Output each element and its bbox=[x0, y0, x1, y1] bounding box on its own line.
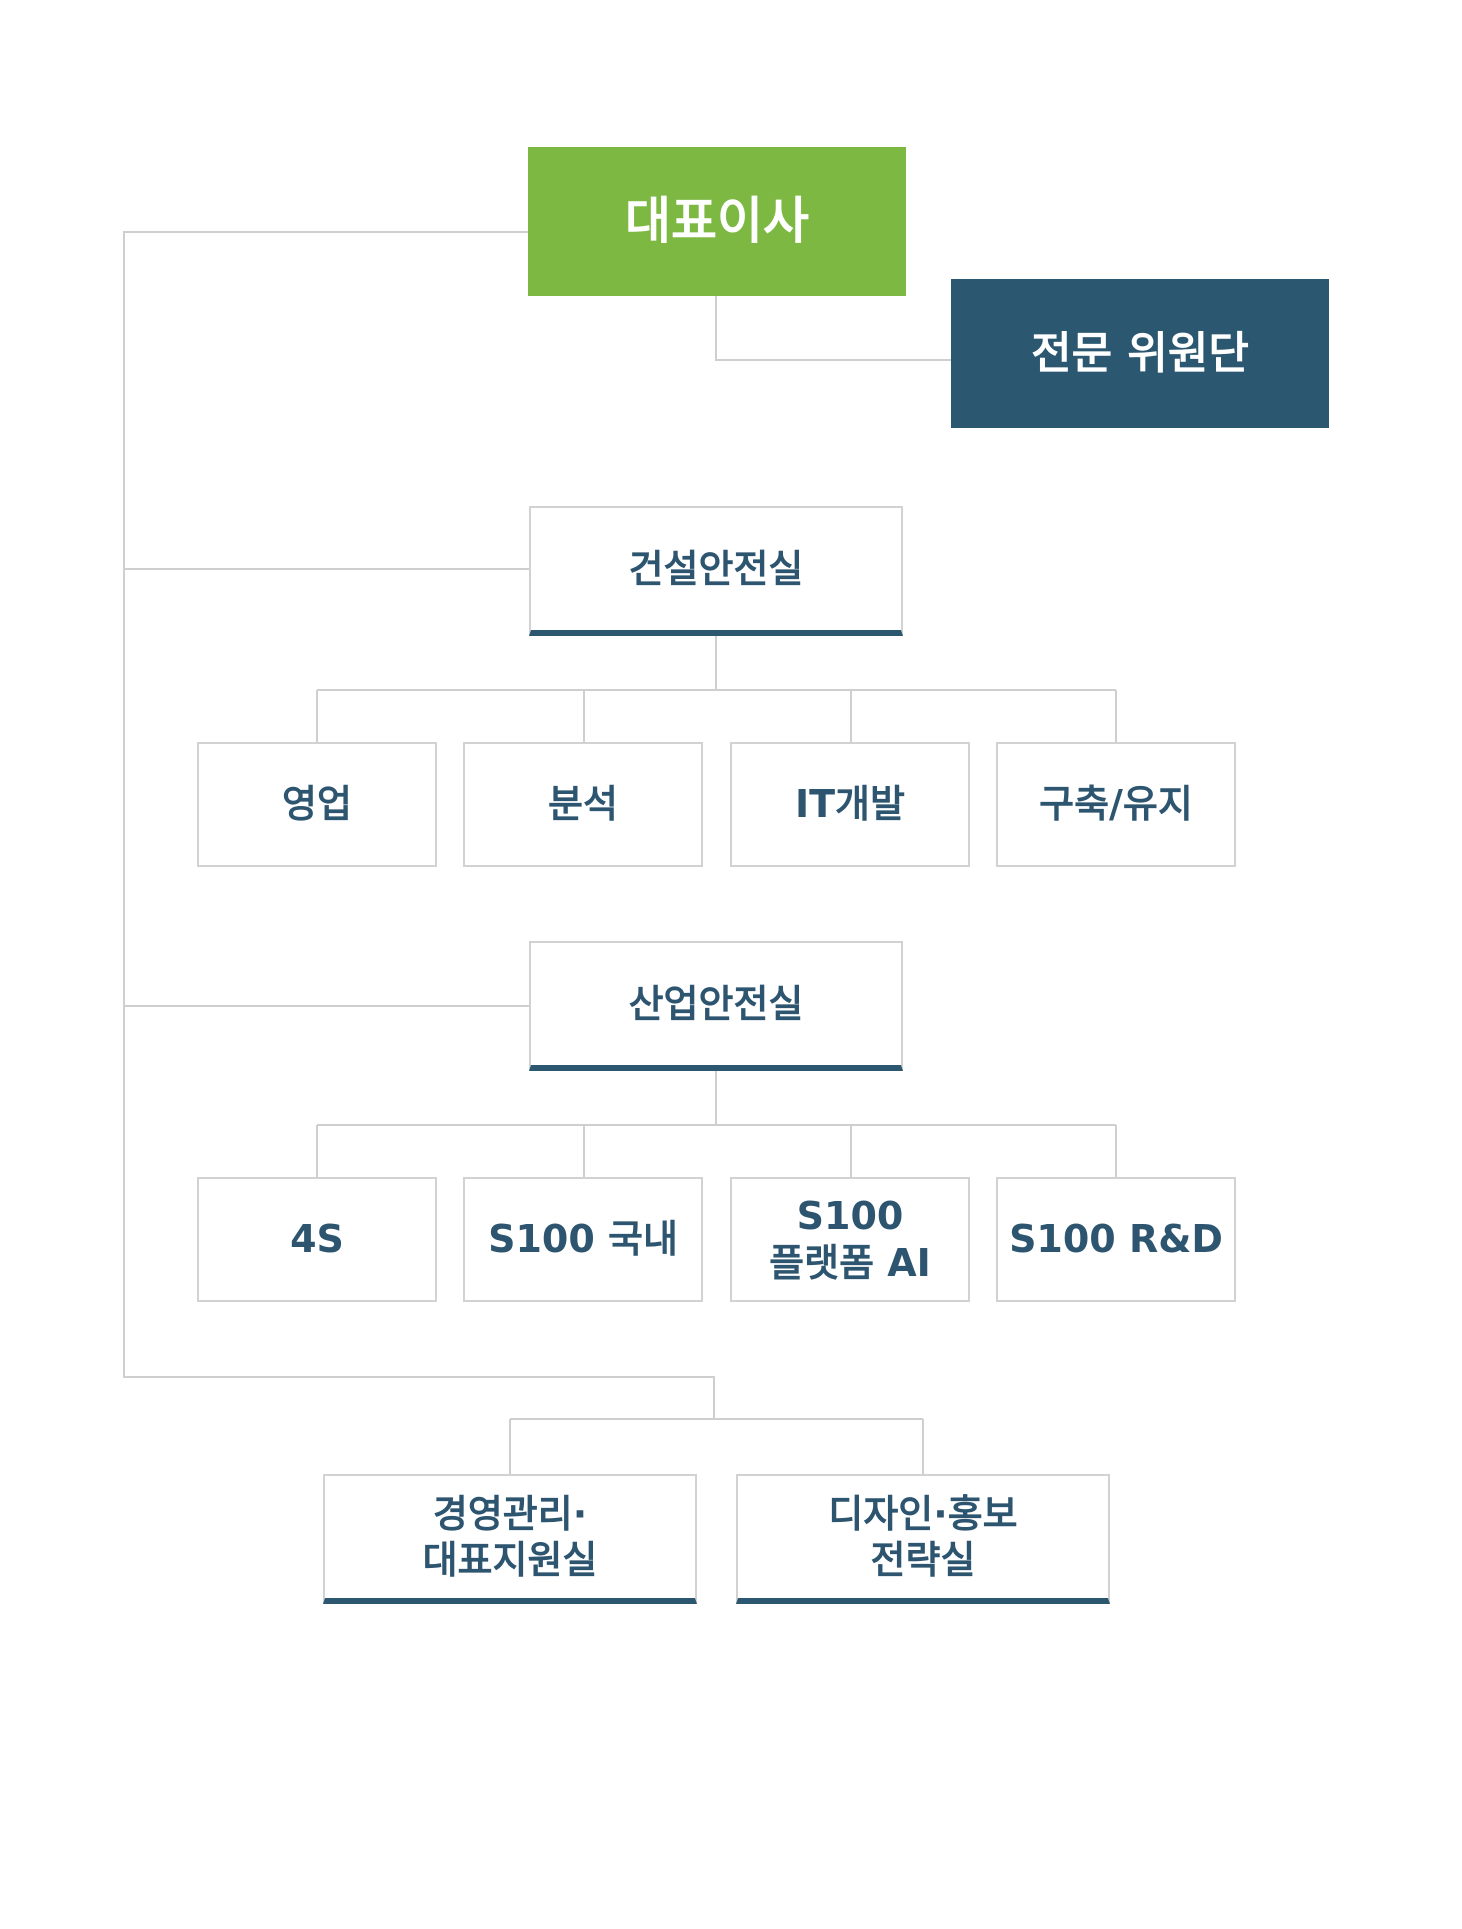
management-support-office-box: 경영관리· 대표지원실 bbox=[323, 1474, 697, 1604]
team-s100-platform-ai-line2: 플랫폼 AI bbox=[769, 1240, 931, 1285]
ceo-label: 대표이사 bbox=[625, 192, 809, 250]
design-pr-strategy-office-line1: 디자인·홍보 bbox=[828, 1491, 1018, 1536]
team-analysis-box: 분석 bbox=[463, 742, 703, 867]
team-sales-label: 영업 bbox=[282, 782, 352, 827]
management-support-office-line1: 경영관리· bbox=[432, 1491, 588, 1536]
team-build-maintain-box: 구축/유지 bbox=[996, 742, 1236, 867]
team-it-dev-box: IT개발 bbox=[730, 742, 970, 867]
team-s100-domestic-label: S100 국내 bbox=[488, 1217, 678, 1262]
team-s100-platform-ai-box: S100 플랫폼 AI bbox=[730, 1177, 970, 1302]
design-pr-strategy-office-box: 디자인·홍보 전략실 bbox=[736, 1474, 1110, 1604]
team-analysis-label: 분석 bbox=[548, 782, 618, 827]
team-it-dev-label: IT개발 bbox=[795, 782, 905, 827]
committee-link-line bbox=[715, 296, 951, 361]
industrial-safety-office-label: 산업안전실 bbox=[628, 981, 804, 1026]
construction-safety-office-box: 건설안전실 bbox=[529, 506, 903, 636]
team-s100-rnd-box: S100 R&D bbox=[996, 1177, 1236, 1302]
construction-safety-office-label: 건설안전실 bbox=[628, 546, 804, 591]
team-s100-domestic-box: S100 국내 bbox=[463, 1177, 703, 1302]
team-4s-box: 4S bbox=[197, 1177, 437, 1302]
ceo-box: 대표이사 bbox=[528, 147, 906, 296]
industrial-safety-office-box: 산업안전실 bbox=[529, 941, 903, 1071]
team-s100-platform-ai-line1: S100 bbox=[796, 1194, 904, 1239]
committee-box: 전문 위원단 bbox=[951, 279, 1329, 428]
committee-label: 전문 위원단 bbox=[1031, 327, 1249, 379]
team-sales-box: 영업 bbox=[197, 742, 437, 867]
team-4s-label: 4S bbox=[290, 1217, 344, 1262]
team-build-maintain-label: 구축/유지 bbox=[1039, 782, 1193, 827]
team-s100-rnd-label: S100 R&D bbox=[1009, 1217, 1223, 1262]
design-pr-strategy-office-line2: 전략실 bbox=[870, 1538, 976, 1582]
trunk-line bbox=[123, 231, 715, 1419]
management-support-office-line2: 대표지원실 bbox=[422, 1538, 598, 1582]
